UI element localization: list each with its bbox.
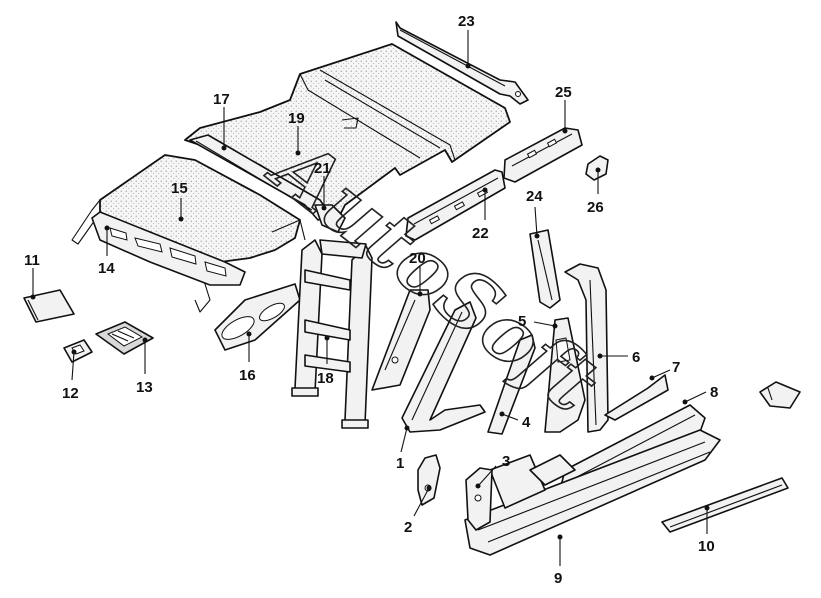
callout-22: 22 (472, 187, 489, 242)
callout-19-label: 19 (288, 110, 305, 127)
part-14-windshield-header (91, 211, 246, 286)
callout-18: 18 (317, 335, 334, 387)
callout-5: 5 (518, 313, 558, 330)
callout-16-label: 16 (239, 367, 256, 384)
callout-3: 3 (475, 453, 510, 489)
part-20-pillar-panel (371, 289, 431, 391)
part-5-inner-pillar (544, 317, 586, 433)
callout-10-label: 10 (698, 538, 715, 555)
callout-12-label: 12 (62, 385, 79, 402)
callout-11: 11 (24, 252, 40, 300)
callout-14: 14 (98, 225, 115, 277)
part-9-rocker-panel (464, 429, 721, 556)
callout-17-label: 17 (213, 91, 230, 108)
callout-13: 13 (136, 337, 153, 396)
callout-4: 4 (499, 411, 531, 431)
part-7-bracket (604, 374, 669, 421)
callout-9-label: 9 (554, 570, 562, 587)
callout-1: 1 (396, 425, 410, 472)
callout-17: 17 (213, 91, 230, 151)
part-1-a-pillar (401, 301, 486, 433)
callout-23: 23 (458, 13, 475, 69)
part-18-b-pillar-frame (291, 239, 373, 429)
part-12-lamp (63, 339, 93, 363)
part-10-sill-strip (661, 477, 789, 533)
part-21-roof-rail (314, 204, 346, 233)
callout-8: 8 (682, 384, 718, 405)
part-3-bracket (465, 467, 493, 531)
part-16-side-trim (214, 283, 301, 351)
callout-26-label: 26 (587, 199, 604, 216)
callout-5-label: 5 (518, 313, 526, 330)
callout-3-label: 3 (502, 453, 510, 470)
callout-20-label: 20 (409, 250, 426, 267)
callout-23-label: 23 (458, 13, 475, 30)
callout-16: 16 (239, 331, 256, 384)
callout-1-label: 1 (396, 455, 404, 472)
callout-11-label: 11 (24, 252, 40, 269)
part-13-vent (95, 321, 154, 355)
callout-13-label: 13 (136, 379, 153, 396)
callout-4-label: 4 (522, 414, 531, 431)
callout-7-label: 7 (672, 359, 680, 376)
callout-2: 2 (404, 485, 432, 536)
callout-7: 7 (649, 359, 680, 381)
callout-19: 19 (288, 110, 305, 156)
callout-6: 6 (597, 349, 640, 366)
callout-18-label: 18 (317, 370, 334, 387)
callout-21: 21 (314, 160, 331, 211)
callout-12: 12 (62, 349, 79, 402)
callout-22-label: 22 (472, 225, 489, 242)
callout-25: 25 (555, 84, 572, 134)
callout-26: 26 (587, 167, 604, 216)
callout-15-label: 15 (171, 180, 188, 197)
callout-24: 24 (526, 188, 543, 239)
callout-15: 15 (171, 180, 188, 222)
callout-14-label: 14 (98, 260, 115, 277)
callout-9: 9 (554, 534, 563, 587)
callout-2-label: 2 (404, 519, 412, 536)
part-23-rear-roof-rail (395, 21, 529, 105)
part-4-reinforcement (487, 334, 536, 435)
callout-21-label: 21 (314, 160, 331, 177)
part-6-b-pillar (564, 263, 609, 433)
callout-10: 10 (698, 505, 715, 555)
callout-25-label: 25 (555, 84, 572, 101)
part-2-bracket (417, 454, 441, 506)
callout-6-label: 6 (632, 349, 640, 366)
part-25-roof-side-rail (503, 127, 583, 183)
part-11-plate (23, 289, 75, 323)
callout-8-label: 8 (710, 384, 718, 401)
part-24-pillar-strip (529, 229, 561, 309)
callout-24-label: 24 (526, 188, 543, 205)
callout-20: 20 (409, 250, 426, 297)
loose-bracket (759, 381, 801, 409)
